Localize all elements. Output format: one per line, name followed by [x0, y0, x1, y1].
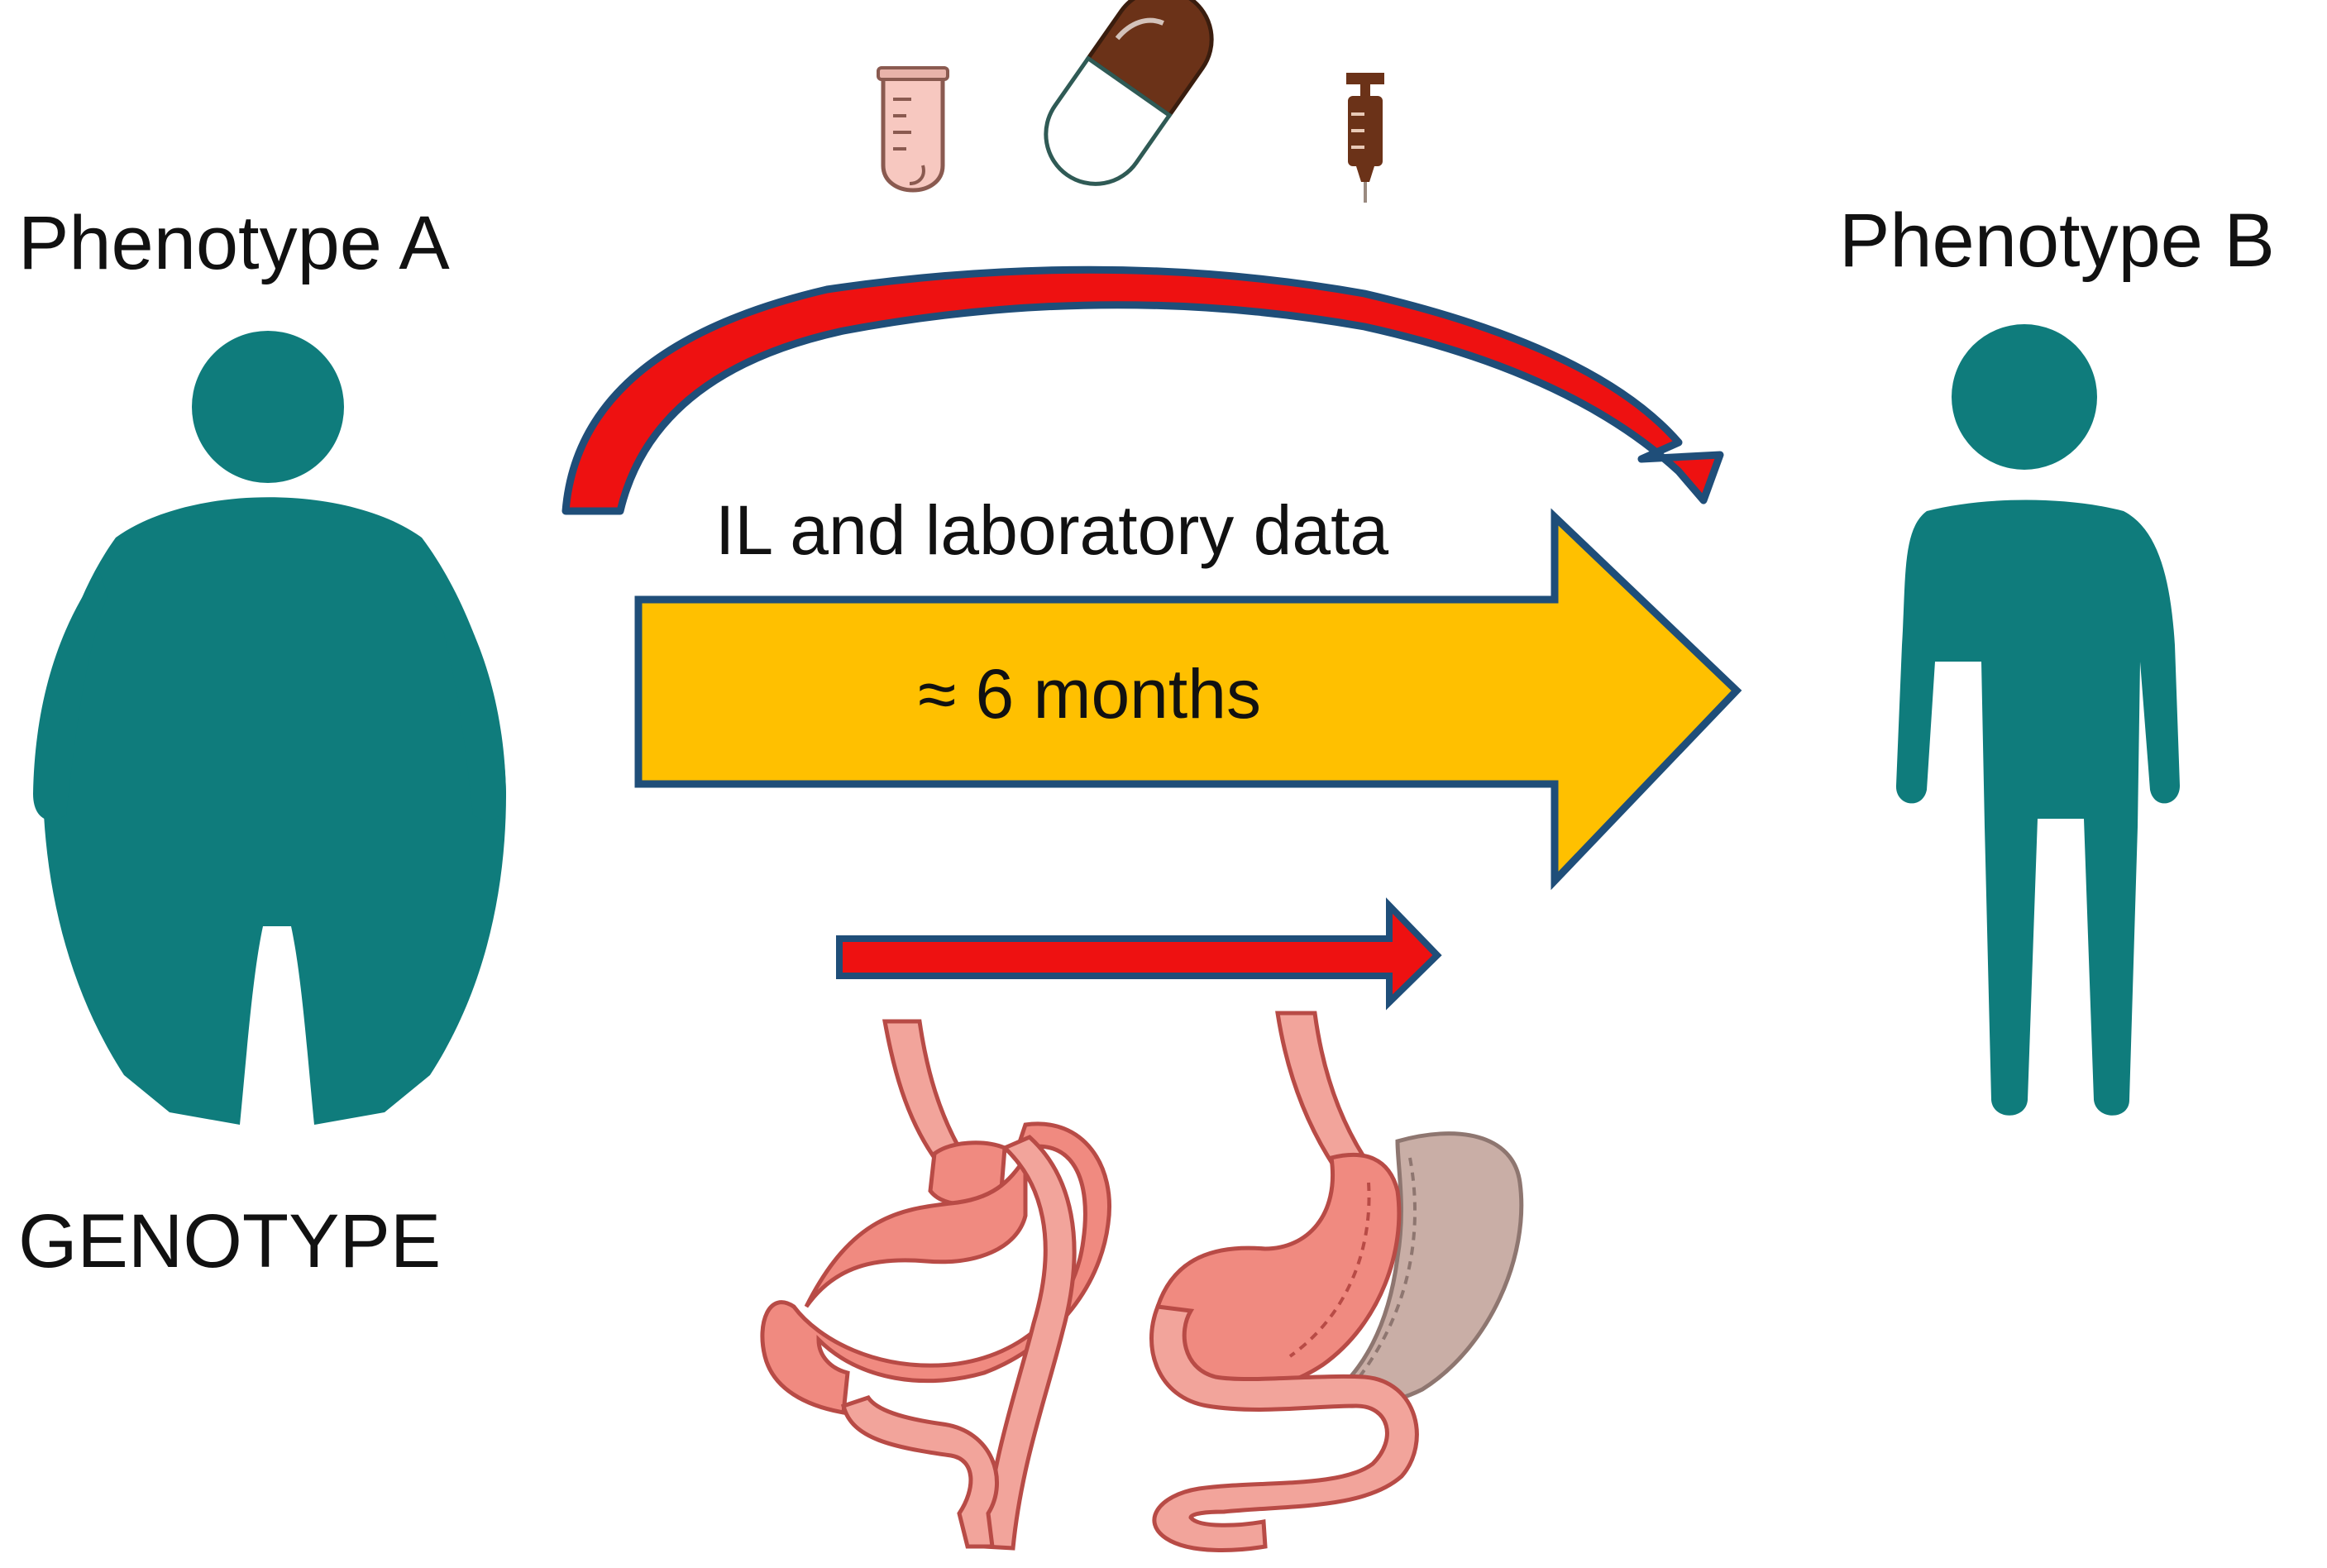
- sleeve-gastrectomy-icon: [1149, 1011, 1524, 1552]
- lifestyle-curved-arrow: [561, 265, 1724, 515]
- slim-person-icon: [1895, 324, 2180, 1116]
- duration-label: ≈ 6 months: [918, 655, 1261, 733]
- surgery-arrow: [836, 897, 1442, 1011]
- syringe-icon: [1346, 73, 1384, 203]
- time-arrow: [634, 492, 1742, 891]
- gastric-bypass-icon: [760, 1019, 1111, 1551]
- capsule-icon: [1044, 0, 1214, 186]
- test-tube-icon: [877, 66, 949, 193]
- obese-person-icon: [33, 331, 506, 1125]
- il-lab-data-label: IL and laboratory data: [715, 491, 1388, 569]
- phenotype-b-label: Phenotype B: [1839, 198, 2275, 283]
- phenotype-a-label: Phenotype A: [18, 201, 450, 285]
- genotype-label: GENOTYPE: [18, 1199, 441, 1284]
